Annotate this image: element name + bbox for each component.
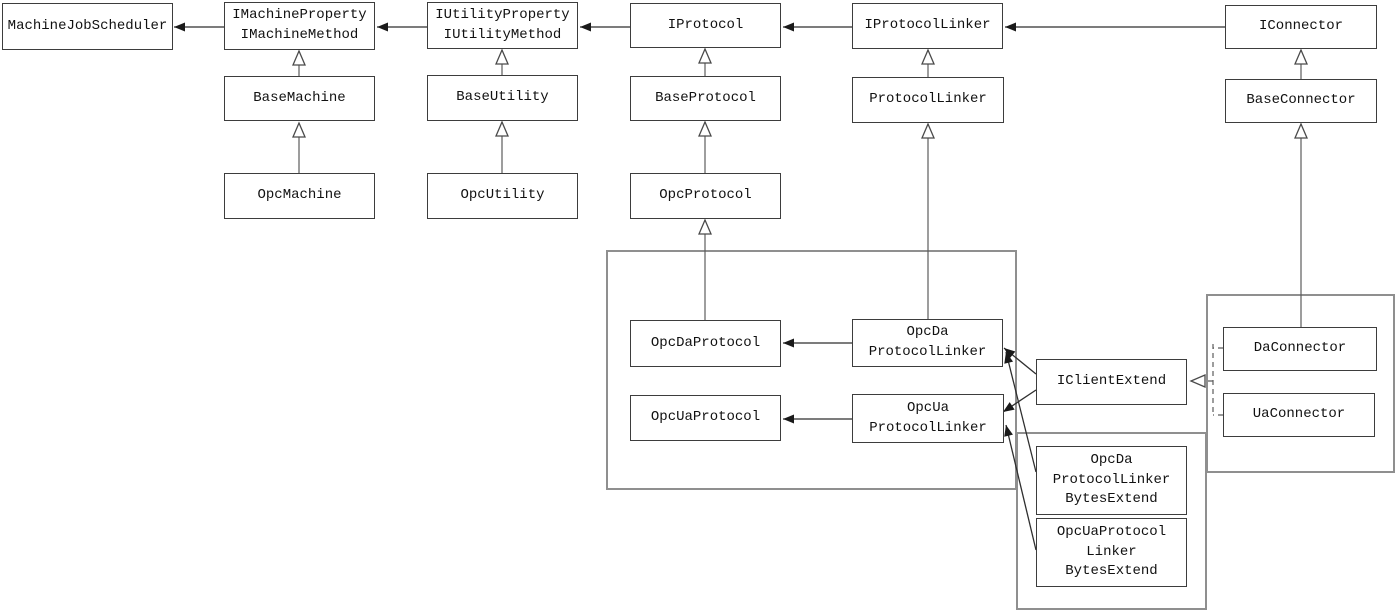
class-box-iclientextend: IClientExtend [1036,359,1187,405]
class-label: IConnector [1258,18,1343,35]
arrow-opcuabytesextend-to-opcuaprotocollinker [1004,424,1037,551]
class-label: BaseMachine [253,89,346,106]
class-box-iprotocollinker: IProtocolLinker [852,3,1003,49]
class-box-opcprotocol: OpcProtocol [630,173,781,219]
class-box-uaconnector: UaConnector [1223,393,1375,437]
class-box-iutilityproperty-iutilitymethod: IUtilityProperty IUtilityMethod [427,2,578,49]
class-label: OpcUtility [460,187,545,204]
class-box-opcuaprotocollinker: OpcUa ProtocolLinker [852,394,1004,443]
class-box-basemachine: BaseMachine [224,76,375,121]
class-label: OpcUa ProtocolLinker [869,399,987,436]
class-box-opcdaprotocollinkerbytesextend: OpcDa ProtocolLinker BytesExtend [1036,446,1187,515]
class-box-opcutility: OpcUtility [427,173,578,219]
class-box-baseprotocol: BaseProtocol [630,76,781,121]
class-label: IProtocolLinker [864,17,991,34]
class-label: OpcDa ProtocolLinker BytesExtend [1052,452,1171,508]
inheritance-arrows [292,47,1308,327]
class-box-baseconnector: BaseConnector [1225,79,1377,123]
arrow-iclientextend-to-opcuaprotocollinker [1002,389,1037,413]
class-label: OpcUaProtocol Linker BytesExtend [1056,524,1167,580]
bytes-extend-group-frame [1016,432,1207,610]
class-box-opcuaprotocol: OpcUaProtocol [630,395,781,441]
class-label: UaConnector [1252,406,1346,423]
class-label: IMachineProperty IMachineMethod [232,7,367,43]
class-box-imachineproperty-imachinemethod: IMachineProperty IMachineMethod [224,2,375,50]
class-label: OpcUaProtocol [650,409,761,426]
class-label: IUtilityProperty IUtilityMethod [435,6,570,43]
class-label: OpcDa ProtocolLinker [868,324,987,360]
class-label: MachineJobScheduler [7,17,168,34]
class-box-baseutility: BaseUtility [427,75,578,121]
realization-links [1189,344,1223,416]
class-box-iconnector: IConnector [1225,5,1377,49]
class-label: ProtocolLinker [869,91,987,108]
class-label: IClientExtend [1056,373,1167,390]
class-box-machinejobscheduler: MachineJobScheduler [2,3,173,50]
class-label: OpcMachine [257,187,342,204]
class-label: OpcDaProtocol [650,334,761,351]
class-label: BaseUtility [456,89,549,106]
class-box-protocollinker: ProtocolLinker [852,77,1004,123]
opc-protocol-group-frame [606,250,1017,490]
class-label: IProtocol [667,16,744,33]
association-arrows [174,22,1225,551]
arrow-opcdabytesextend-to-opcdaprotocollinker [1004,351,1037,473]
class-label: OpcProtocol [659,187,752,204]
class-label: BaseProtocol [655,89,756,106]
class-box-opcdaprotocol: OpcDaProtocol [630,320,781,367]
class-box-opcmachine: OpcMachine [224,173,375,219]
class-box-iprotocol: IProtocol [630,3,781,48]
class-label: DaConnector [1253,340,1347,357]
class-box-opcuaprotocollinkerbytesextend: OpcUaProtocol Linker BytesExtend [1036,518,1187,587]
class-box-opcdaprotocollinker: OpcDa ProtocolLinker [852,319,1003,367]
class-label: BaseConnector [1246,92,1356,109]
class-box-daconnector: DaConnector [1223,327,1377,371]
